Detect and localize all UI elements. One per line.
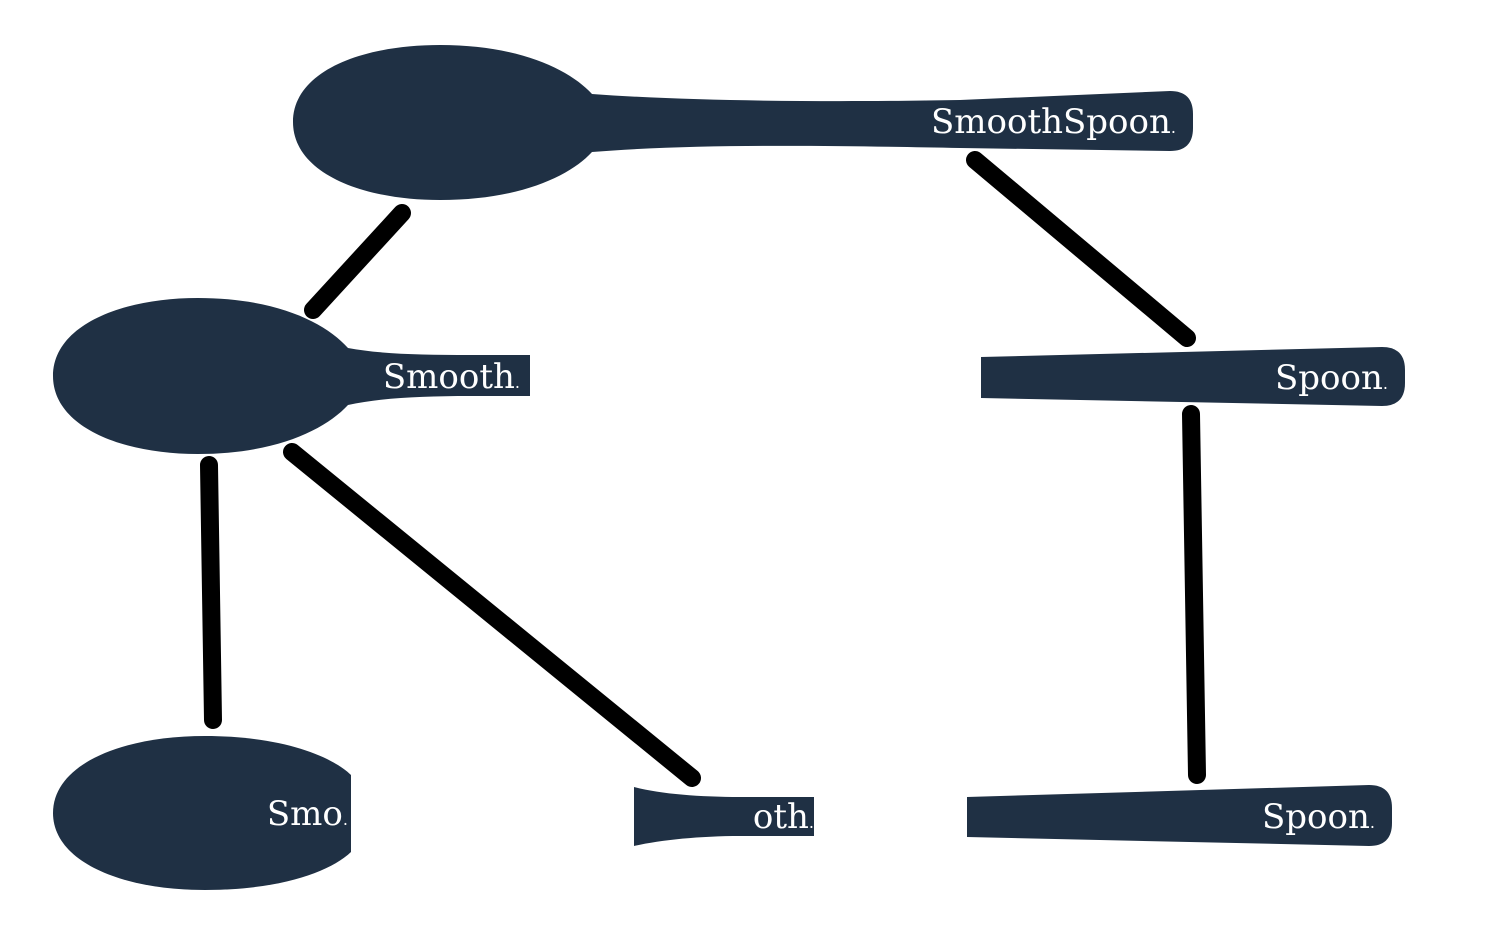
node-left-right: oth. <box>634 787 814 846</box>
edge-right-rightchild <box>1182 405 1206 784</box>
node-right-child: Spoon. <box>967 785 1392 846</box>
edges <box>200 151 1206 787</box>
node-root-label: SmoothSpoon. <box>931 102 1176 142</box>
node-left-left: Smo. <box>53 736 351 890</box>
node-root-shape <box>293 45 1193 200</box>
node-right-child-shape <box>967 785 1392 846</box>
node-right-shape <box>981 347 1405 406</box>
node-left-right-label: oth. <box>753 797 814 837</box>
node-left-label: Smooth. <box>383 357 520 397</box>
node-right-child-label: Spoon. <box>1262 797 1375 837</box>
edge-left-leftleft <box>200 456 222 729</box>
node-root: SmoothSpoon. <box>293 45 1193 200</box>
node-left-right-shape <box>634 787 814 846</box>
node-left-left-shape <box>53 736 351 890</box>
node-right-label: Spoon. <box>1275 358 1388 398</box>
edge-root-right <box>966 151 1196 347</box>
node-left-shape <box>53 298 530 454</box>
node-left: Smooth. <box>53 298 530 454</box>
edge-root-left <box>304 204 411 319</box>
node-left-left-label: Smo. <box>267 794 348 834</box>
edge-left-leftright <box>283 443 701 787</box>
node-right: Spoon. <box>981 347 1405 406</box>
